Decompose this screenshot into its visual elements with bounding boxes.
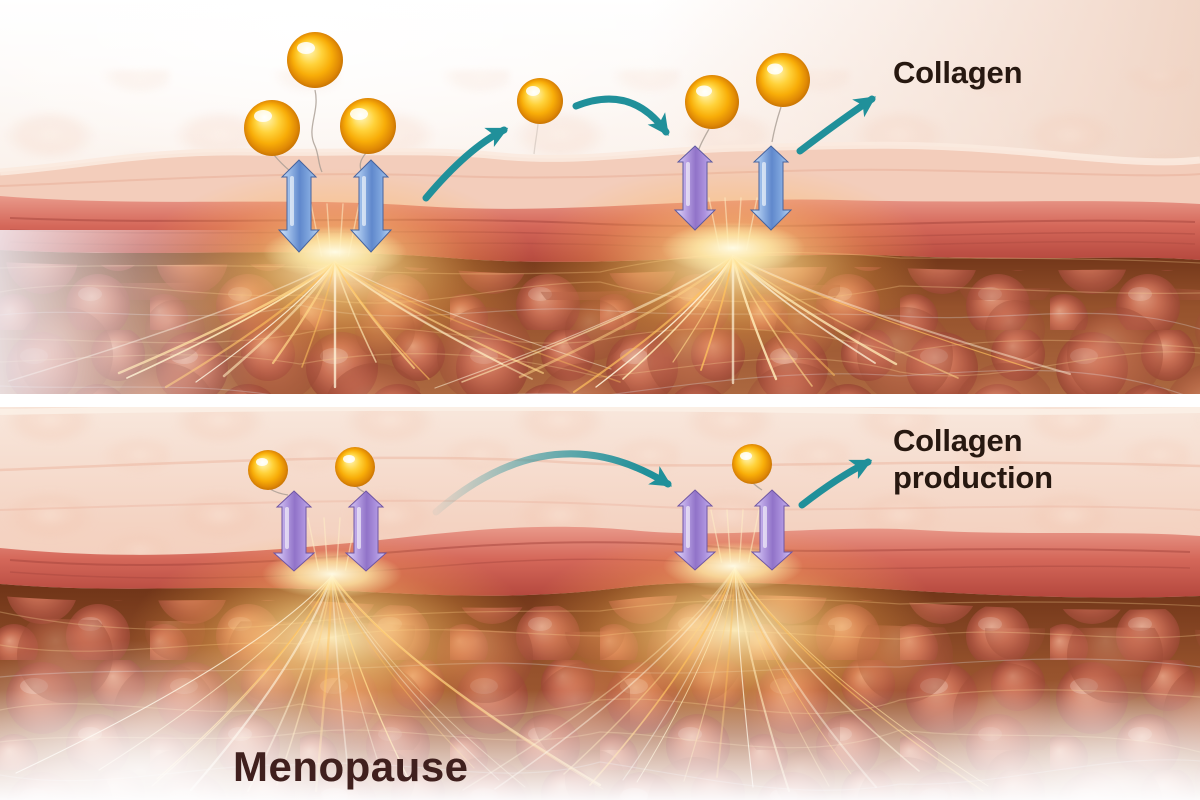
estrogen-sphere	[517, 78, 563, 124]
surface-highlight	[0, 407, 1200, 415]
estrogen-receptor-blue	[749, 145, 793, 231]
panel-premenopause	[0, 0, 1200, 394]
panel-menopause	[0, 407, 1200, 800]
collagen-label: Collagen	[893, 55, 1023, 90]
panel-divider	[0, 394, 1200, 407]
arrow-to-collagen-production-label	[798, 458, 873, 509]
arrow-hormone-to-receptor	[572, 95, 670, 136]
arrow-reduced-hormone-travel	[432, 450, 673, 516]
estrogen-receptor-purple	[272, 490, 316, 572]
estrogen-sphere	[756, 53, 810, 107]
estrogen-sphere	[335, 447, 375, 487]
estrogen-receptor-purple	[344, 490, 388, 572]
estrogen-receptor-blue	[277, 159, 321, 253]
corner-haze	[0, 640, 420, 800]
estrogen-sphere	[685, 75, 739, 129]
collagen-production-label: Collagen production	[893, 423, 1053, 495]
left-haze	[0, 230, 260, 394]
estrogen-hormone-spheres	[248, 444, 772, 490]
flow-arrows-bottom	[432, 450, 873, 516]
estrogen-sphere	[244, 100, 300, 156]
estrogen-sphere	[248, 450, 288, 490]
flow-arrows-top	[422, 95, 876, 202]
arrow-hormone-rise	[422, 126, 509, 202]
estrogen-receptor-blue	[349, 159, 393, 253]
menopause-caption: Menopause	[233, 743, 469, 790]
corner-haze	[880, 675, 1200, 800]
estrogen-sphere	[340, 98, 396, 154]
skin-crease	[0, 499, 1200, 511]
estrogen-receptor-purple	[673, 489, 717, 571]
skin-crease	[0, 456, 1200, 472]
estrogen-sphere	[287, 32, 343, 88]
estrogen-sphere	[732, 444, 772, 484]
estrogen-receptor-purple	[750, 489, 794, 571]
estrogen-receptor-blue	[673, 145, 717, 231]
estrogen-hormone-spheres	[244, 32, 810, 156]
hormone-strings	[273, 89, 782, 173]
arrow-to-collagen-label	[796, 95, 876, 155]
receptor-base-burst	[661, 222, 805, 274]
